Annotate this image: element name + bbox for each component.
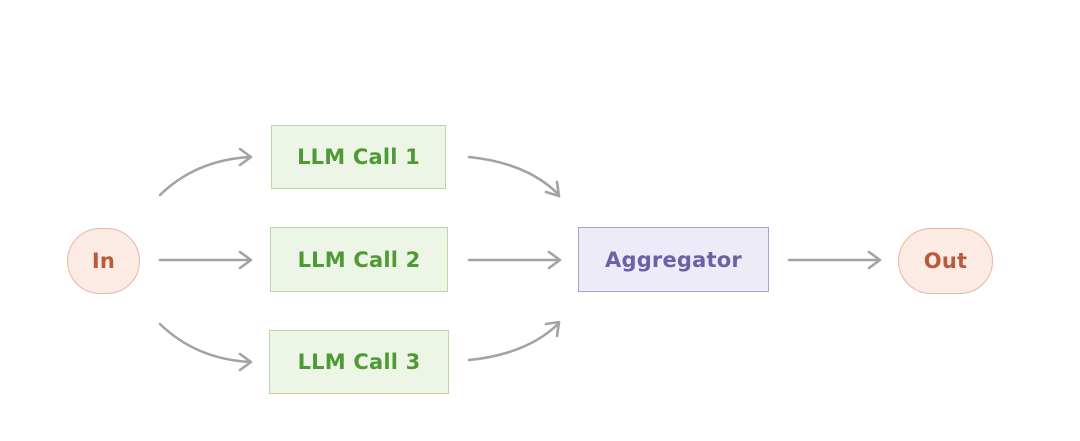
llm-call-2-node: LLM Call 2 <box>270 227 448 292</box>
llm-call-2-label: LLM Call 2 <box>297 247 421 272</box>
llm-call-3-label: LLM Call 3 <box>297 350 421 374</box>
edge-llm-call-3-to-aggregator <box>467 320 561 362</box>
edge-llm-call-2-to-aggregator <box>467 250 562 270</box>
edge-aggregator-to-out <box>787 250 882 270</box>
output-node-label: Out <box>923 249 968 273</box>
aggregator-label: Aggregator <box>605 247 742 272</box>
aggregator-node: Aggregator <box>578 227 769 292</box>
edge-llm-call-1-to-aggregator <box>467 155 561 198</box>
llm-call-3-node: LLM Call 3 <box>269 330 449 394</box>
edge-in-to-llm-call-1 <box>158 147 253 197</box>
edge-in-to-llm-call-2 <box>158 250 253 270</box>
llm-call-1-label: LLM Call 1 <box>297 145 420 169</box>
input-node: In <box>67 228 140 294</box>
llm-call-1-node: LLM Call 1 <box>271 125 446 189</box>
edge-in-to-llm-call-3 <box>158 322 253 372</box>
output-node: Out <box>898 228 993 294</box>
input-node-label: In <box>91 249 116 273</box>
